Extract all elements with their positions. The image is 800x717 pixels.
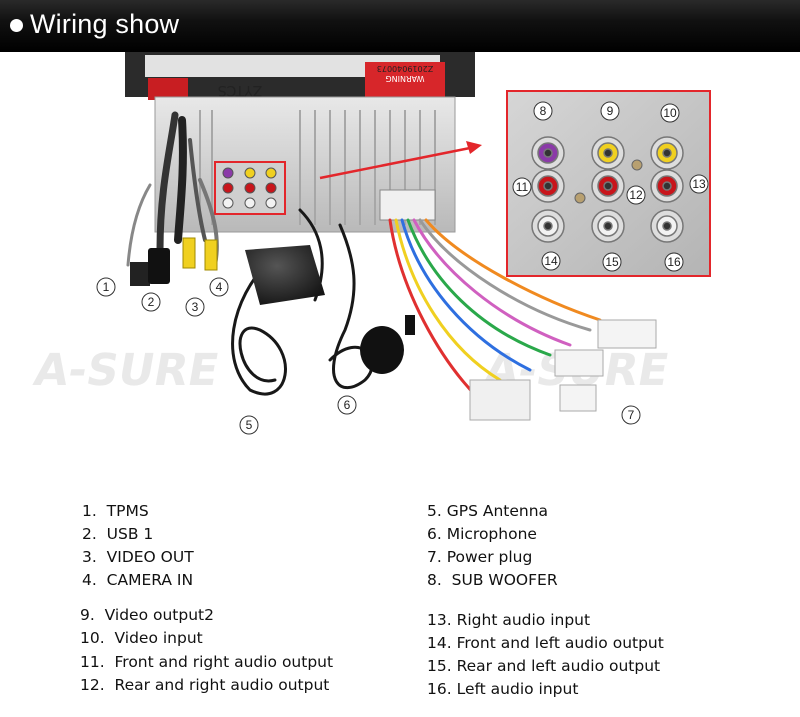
callout-1: 1 <box>96 277 116 297</box>
callout-10: 10 <box>660 103 680 123</box>
microphone <box>360 326 404 374</box>
svg-text:11: 11 <box>516 180 529 194</box>
callout-3: 3 <box>185 297 205 317</box>
legend-item: 8. SUB WOOFER <box>427 571 558 589</box>
rca-zoom-inset <box>506 90 711 277</box>
svg-text:12: 12 <box>629 188 643 202</box>
video-out-plug <box>182 237 196 269</box>
svg-text:13: 13 <box>692 177 706 191</box>
svg-text:1: 1 <box>103 280 110 294</box>
cables <box>126 111 602 402</box>
head-unit: WARNING ZYTCS Z2019040073 <box>125 52 475 233</box>
gps-antenna <box>245 245 325 305</box>
svg-text:5: 5 <box>246 418 253 432</box>
callout-2: 2 <box>141 292 161 312</box>
callout-11: 11 <box>512 177 532 197</box>
zoom-arrow <box>319 146 471 180</box>
callout-14: 14 <box>541 251 561 271</box>
legend-item: 10. Video input <box>80 629 203 647</box>
svg-text:15: 15 <box>605 255 619 269</box>
svg-text:3: 3 <box>192 300 199 314</box>
legend-item: 11. Front and right audio output <box>80 653 334 671</box>
callout-15: 15 <box>602 252 622 272</box>
svg-text:16: 16 <box>667 255 681 269</box>
svg-text:8: 8 <box>540 104 547 118</box>
section-title: Wiring show <box>30 9 180 39</box>
legend-item: 4. CAMERA IN <box>82 571 194 589</box>
camera-in-plug <box>204 239 218 271</box>
legend-item: 5. GPS Antenna <box>427 502 549 520</box>
watermark-left: A-SURE <box>30 345 223 396</box>
legend-item: 7. Power plug <box>427 548 533 566</box>
svg-text:7: 7 <box>628 408 635 422</box>
tpms-connector <box>130 262 150 286</box>
legend-item: 6. Microphone <box>427 525 537 543</box>
callout-13: 13 <box>689 174 709 194</box>
legend-item: 12. Rear and right audio output <box>80 676 330 694</box>
power-plug <box>469 319 657 421</box>
legend-item: 16. Left audio input <box>427 680 579 698</box>
callout-12: 12 <box>626 185 646 205</box>
svg-text:9: 9 <box>607 104 614 118</box>
callout-16: 16 <box>664 252 684 272</box>
legend-item: 9. Video output2 <box>80 606 214 624</box>
callout-6: 6 <box>337 395 357 415</box>
warning-text: WARNING <box>385 74 424 83</box>
callout-4: 4 <box>209 277 229 297</box>
callout-9: 9 <box>600 101 620 121</box>
legend-item: 2. USB 1 <box>82 525 154 543</box>
callout-5: 5 <box>239 415 259 435</box>
serial-label: Z2019040073 <box>377 64 433 73</box>
brand-label: ZYTCS <box>218 82 263 98</box>
section-header: Wiring show <box>0 0 800 52</box>
wiring-photo: A-SURE A-SURE WARNING ZYTCS Z2019040073 <box>30 52 711 435</box>
legend-item: 3. VIDEO OUT <box>82 548 194 566</box>
bullet-icon <box>10 19 23 32</box>
svg-text:6: 6 <box>344 398 351 412</box>
legend-item: 13. Right audio input <box>427 611 591 629</box>
callout-8: 8 <box>533 101 553 121</box>
legend-item: 14. Front and left audio output <box>427 634 664 652</box>
svg-text:14: 14 <box>544 254 558 268</box>
svg-text:4: 4 <box>216 280 223 294</box>
svg-text:10: 10 <box>663 106 677 120</box>
svg-text:2: 2 <box>148 295 155 309</box>
callout-7: 7 <box>621 405 641 425</box>
legend-item: 15. Rear and left audio output <box>427 657 661 675</box>
legend-item: 1. TPMS <box>82 502 149 520</box>
callouts: 1 2 3 4 5 6 7 8 9 10 11 12 13 14 15 16 <box>96 101 709 435</box>
usb-connector <box>148 248 170 284</box>
